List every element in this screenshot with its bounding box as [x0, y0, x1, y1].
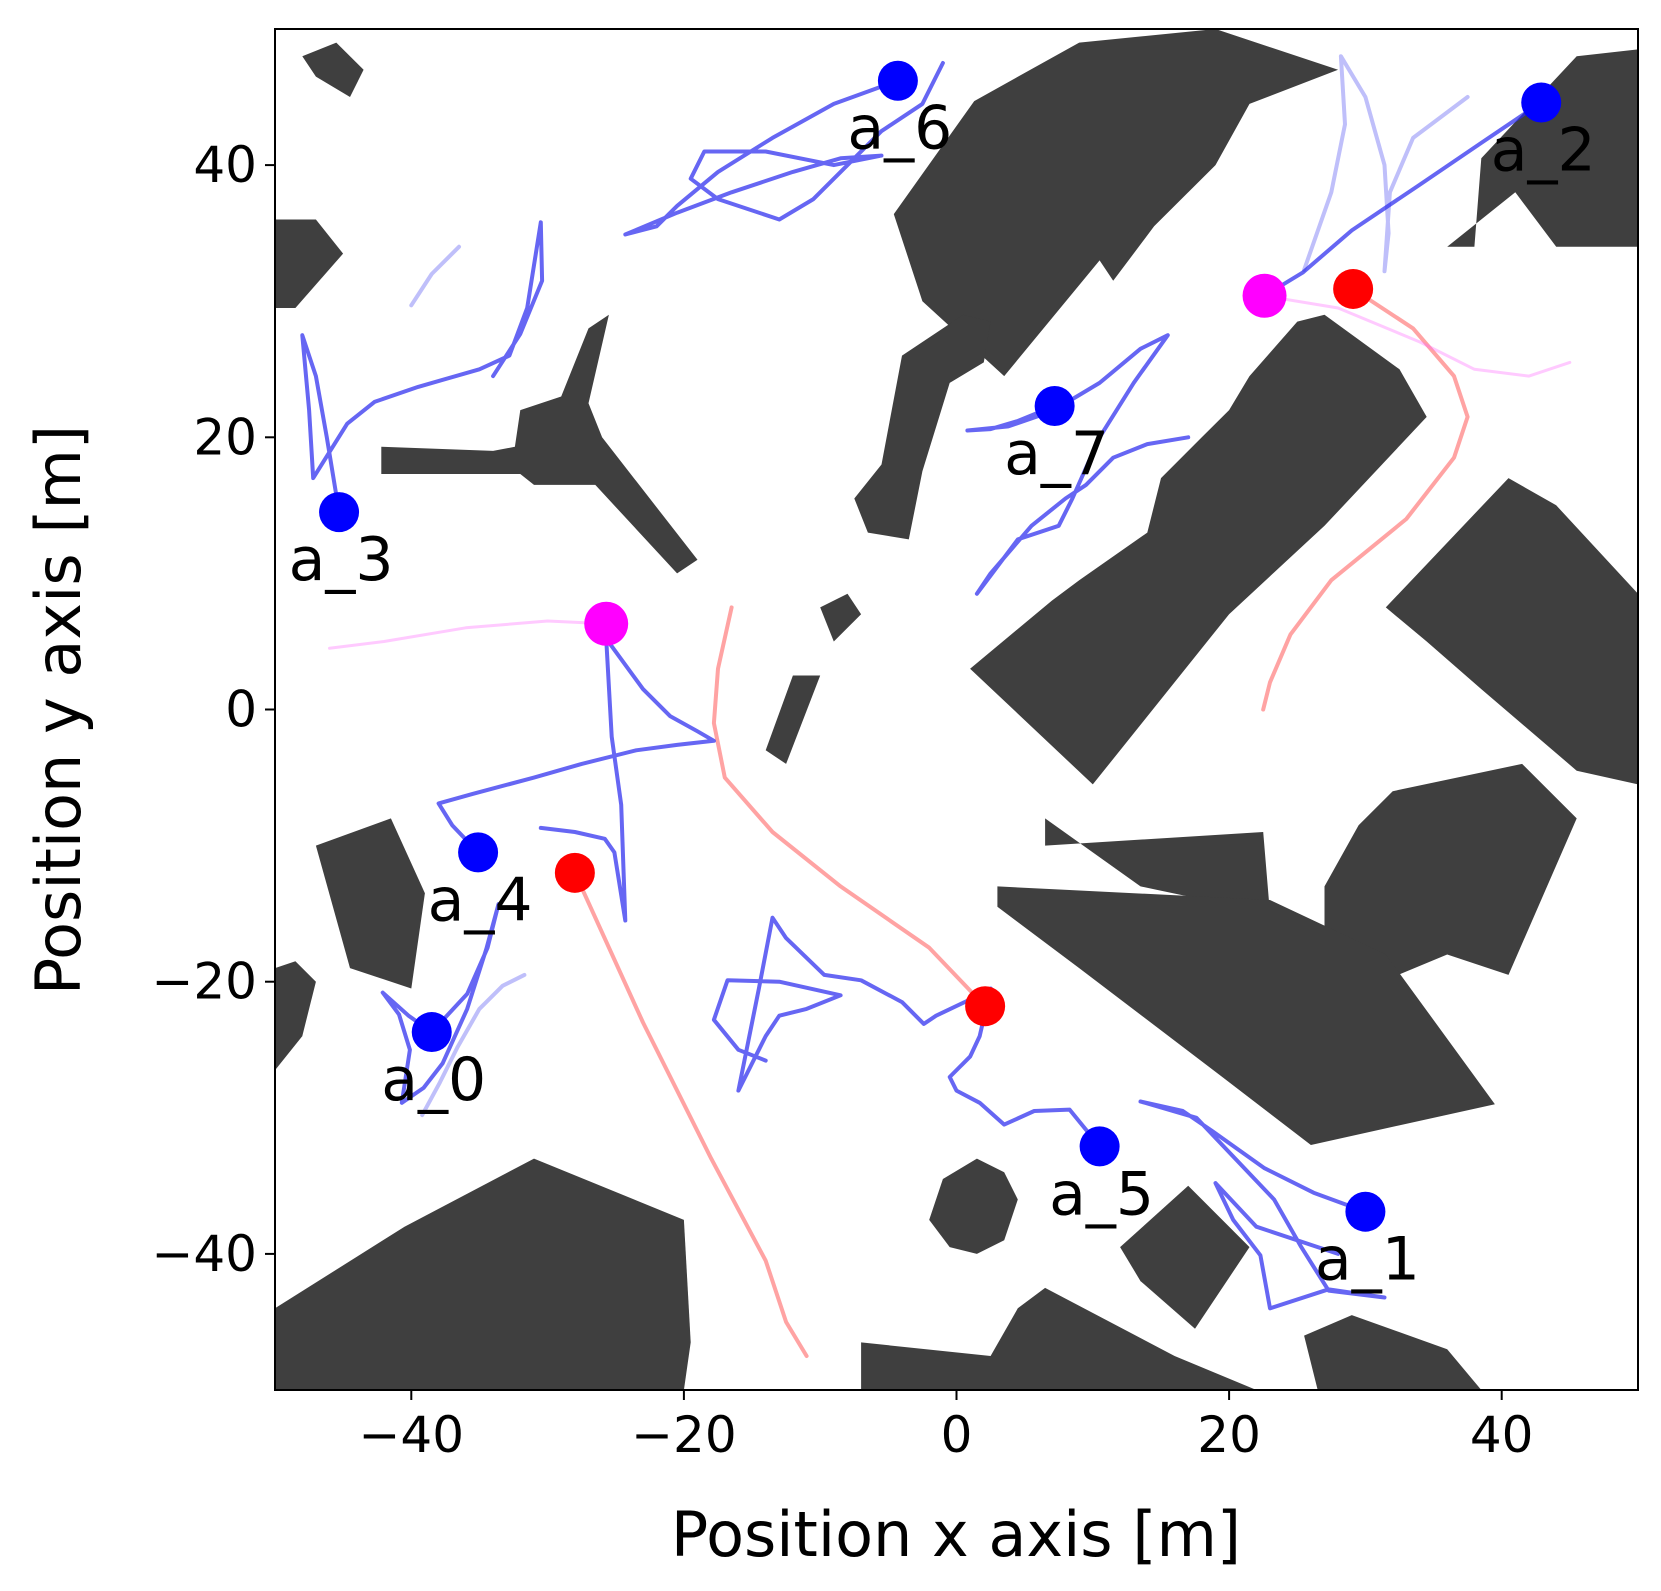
- obstacle-block: [1120, 1185, 1250, 1329]
- obstacle-block: [381, 314, 698, 574]
- obstacle-block: [1045, 818, 1270, 914]
- x-tick-label: 0: [941, 1406, 973, 1464]
- magenta-goal-marker: [584, 601, 629, 646]
- y-tick-label: −40: [151, 1225, 257, 1283]
- obstacle-block: [854, 314, 991, 540]
- agent-marker-a-3: [319, 492, 360, 533]
- obstacle-block: [893, 29, 1339, 377]
- x-axis-title: Position x axis [m]: [671, 1498, 1241, 1571]
- obstacle-block: [1304, 1315, 1482, 1390]
- red-guide-path: [572, 870, 809, 1358]
- trajectory-a-2: [1262, 100, 1544, 298]
- obstacle-block: [970, 314, 1427, 785]
- agent-marker-a-6: [877, 60, 918, 101]
- trajectory-a-3: [409, 244, 461, 308]
- trajectory-a-6: [623, 61, 945, 237]
- red-goal-marker: [965, 986, 1006, 1027]
- agent-label-a-2: a_2: [1491, 115, 1596, 185]
- marker-layer: [319, 60, 1562, 1232]
- magenta-guide-path: [1263, 294, 1572, 378]
- agent-marker-a-0: [411, 1012, 452, 1053]
- obstacle-block: [765, 675, 821, 764]
- obstacle-block: [861, 1287, 1257, 1390]
- y-tick-label: 40: [193, 136, 257, 194]
- agent-marker-a-2: [1521, 82, 1562, 123]
- agent-label-a-7: a_7: [1004, 419, 1109, 489]
- obstacle-block: [820, 593, 862, 642]
- x-tick-label: −20: [631, 1406, 737, 1464]
- agent-marker-a-7: [1034, 385, 1075, 426]
- red-goal-marker: [554, 852, 595, 893]
- magenta-goal-marker: [1242, 273, 1287, 318]
- obstacle-block: [929, 1158, 1018, 1254]
- x-tick-label: 40: [1470, 1406, 1534, 1464]
- obstacle-block: [315, 818, 425, 989]
- trajectory-a-1: [1138, 1099, 1387, 1311]
- trajectory-layer: [300, 54, 1544, 1311]
- agent-marker-a-5: [1079, 1126, 1120, 1167]
- agent-marker-a-1: [1345, 1191, 1386, 1232]
- red-goal-marker: [1333, 268, 1374, 309]
- obstacle-block: [275, 961, 316, 1071]
- red-guide-path: [711, 605, 988, 1009]
- trajectory-a-4: [436, 636, 716, 923]
- x-tick-label: −40: [359, 1406, 465, 1464]
- red-guide-path: [1261, 287, 1470, 712]
- agent-label-a-6: a_6: [847, 94, 952, 164]
- agent-marker-a-4: [458, 832, 499, 873]
- obstacle-block: [997, 886, 1495, 1145]
- obstacle-block: [1324, 763, 1577, 989]
- agent-label-a-5: a_5: [1049, 1159, 1154, 1229]
- trajectory-a-7: [965, 333, 1191, 596]
- trajectory-a-2: [1302, 54, 1470, 274]
- trajectory-a-3: [300, 220, 545, 515]
- y-tick-label: 0: [225, 681, 257, 739]
- obstacle-block: [1385, 478, 1638, 785]
- magenta-guide-path: [328, 619, 608, 650]
- y-axis-ticks: −40 −20 0 20 40: [151, 136, 275, 1283]
- trajectory-a-5: [711, 915, 1102, 1149]
- x-tick-label: 20: [1197, 1406, 1261, 1464]
- agent-label-a-1: a_1: [1315, 1225, 1420, 1295]
- obstacle-block: [302, 42, 364, 97]
- agent-label-layer: a_0 a_1 a_2 a_3 a_4 a_5 a_6 a_7: [289, 94, 1596, 1295]
- obstacle-block: [275, 1158, 691, 1390]
- trajectory-a-0: [420, 972, 527, 1118]
- obstacle-block: [275, 219, 344, 308]
- guide-path-layer: [328, 287, 1572, 1358]
- agent-label-a-4: a_4: [428, 865, 533, 935]
- obstacle-layer: [275, 29, 1638, 1390]
- y-tick-label: −20: [151, 953, 257, 1011]
- agent-label-a-3: a_3: [289, 525, 394, 595]
- trajectory-a-0: [380, 902, 501, 1105]
- agent-label-a-0: a_0: [381, 1045, 486, 1115]
- y-tick-label: 20: [193, 408, 257, 466]
- y-axis-title: Position y axis [m]: [22, 425, 95, 995]
- x-axis-ticks: −40 −20 0 20 40: [359, 1390, 1534, 1464]
- obstacle-block: [1447, 49, 1638, 247]
